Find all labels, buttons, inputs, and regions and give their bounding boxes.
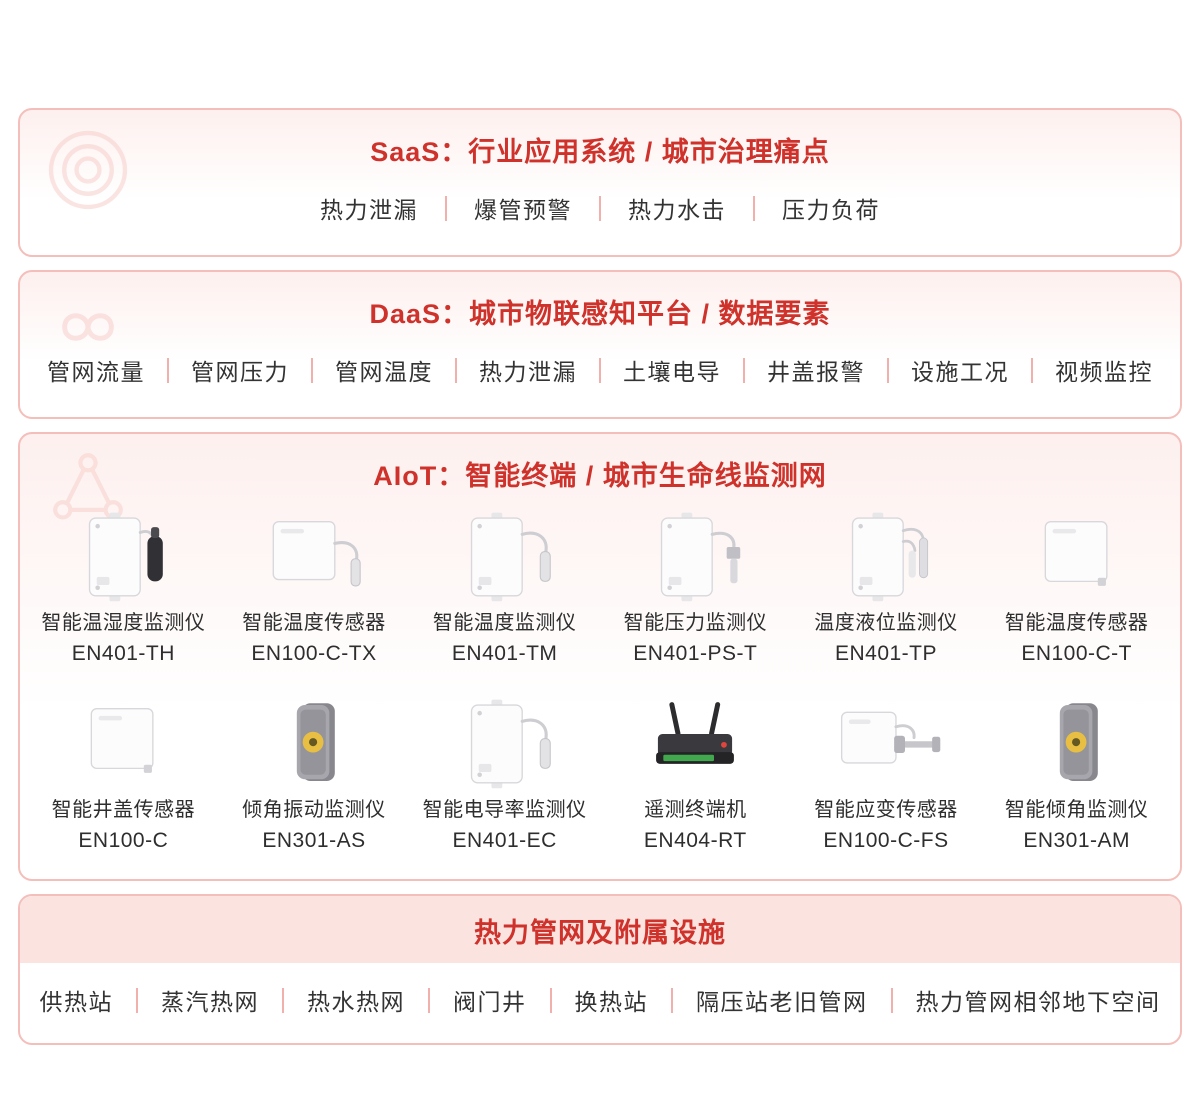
daas-item: 管网流量 <box>47 359 145 385</box>
monitor-box-pressure-transducer-icon <box>636 509 754 604</box>
facilities-items-row: 供热站 蒸汽热网 热水热网 阀门井 换热站 隔压站老旧管网 热力管网相邻地下空间 <box>20 963 1180 1043</box>
separator <box>887 357 889 383</box>
aiot-title: AIoT：智能终端 / 城市生命线监测网 <box>373 461 827 491</box>
facility-item: 换热站 <box>574 989 648 1015</box>
saas-items-row: 热力泄漏 爆管预警 热力水击 压力负荷 <box>20 179 1180 255</box>
product-model: EN401-PS-T <box>633 642 758 665</box>
product-model: EN100-C <box>78 829 169 852</box>
product-card: 智能井盖传感器 EN100-C <box>28 696 219 853</box>
saas-item: 压力负荷 <box>782 197 880 223</box>
product-name: 智能温度监测仪 <box>432 612 577 634</box>
product-card: 智能温度传感器 EN100-C-T <box>981 509 1172 666</box>
product-name: 倾角振动监测仪 <box>242 799 386 821</box>
facility-item: 供热站 <box>39 989 113 1015</box>
product-model: EN404-RT <box>643 829 747 852</box>
separator <box>455 357 457 383</box>
saas-item: 热力泄漏 <box>320 197 418 223</box>
separator <box>1031 357 1033 383</box>
facilities-title: 热力管网及附属设施 <box>20 896 1180 963</box>
flat-panel-strain-arm-icon <box>840 710 942 765</box>
aiot-product-grid: 智能温湿度监测仪 EN401-TH 智能温度传感器 EN100-C-TX 智能温… <box>20 503 1180 879</box>
separator <box>167 357 169 383</box>
separator <box>753 195 755 221</box>
monitor-box-black-probe-icon <box>64 509 182 604</box>
product-model: EN100-C-T <box>1021 642 1133 665</box>
product-model: EN401-TH <box>71 642 175 665</box>
product-card: 遥测终端机 EN404-RT <box>600 696 791 853</box>
daas-items-row: 管网流量 管网压力 管网温度 热力泄漏 土壤电导 井盖报警 设施工况 视频监控 <box>20 341 1180 417</box>
product-model: EN401-EC <box>452 829 557 852</box>
daas-item: 井盖报警 <box>767 359 865 385</box>
tilt-sensor-icon <box>296 703 335 782</box>
separator <box>890 987 893 1013</box>
monitor-box-cable-probe-icon <box>446 509 564 604</box>
product-name: 智能温度传感器 <box>1004 612 1149 634</box>
monitor-box-cable-probe-icon <box>446 696 564 791</box>
product-name: 智能倾角监测仪 <box>1004 799 1149 821</box>
product-name: 智能应变传感器 <box>814 799 958 821</box>
section-facilities: 热力管网及附属设施 供热站 蒸汽热网 热水热网 阀门井 换热站 隔压站老旧管网 … <box>18 894 1182 1045</box>
separator <box>445 195 447 221</box>
facility-item: 热力管网相邻地下空间 <box>915 989 1161 1015</box>
product-card: 智能倾角监测仪 EN301-AM <box>981 696 1172 853</box>
daas-title: DaaS：城市物联感知平台 / 数据要素 <box>369 299 831 329</box>
separator <box>599 357 601 383</box>
product-name: 智能井盖传感器 <box>51 799 196 821</box>
facility-item: 蒸汽热网 <box>161 989 259 1015</box>
product-model: EN301-AS <box>262 829 366 852</box>
product-card: 智能温度监测仪 EN401-TM <box>409 509 600 666</box>
flat-panel-icon <box>90 707 154 774</box>
daas-item: 管网温度 <box>335 359 433 385</box>
product-card: 智能温度传感器 EN100-C-TX <box>219 509 410 666</box>
separator <box>311 357 313 383</box>
tilt-sensor-icon <box>1059 703 1098 782</box>
product-model: EN100-C-FS <box>823 829 949 852</box>
product-model: EN100-C-TX <box>251 642 377 665</box>
product-name: 智能温湿度监测仪 <box>41 612 206 634</box>
separator <box>671 987 673 1013</box>
saas-title: SaaS：行业应用系统 / 城市治理痛点 <box>370 137 830 167</box>
daas-item: 设施工况 <box>911 359 1009 385</box>
flat-panel-cable-probe-icon <box>271 520 362 588</box>
daas-item: 视频监控 <box>1055 359 1153 385</box>
daas-item: 管网压力 <box>191 359 289 385</box>
separator <box>549 987 552 1013</box>
product-name: 智能温度传感器 <box>242 612 386 634</box>
flat-panel-icon <box>1044 520 1108 587</box>
separator <box>428 987 430 1013</box>
daas-item: 土壤电导 <box>623 359 721 385</box>
facility-item: 隔压站老旧管网 <box>696 989 868 1015</box>
separator <box>136 987 138 1013</box>
facility-item: 阀门井 <box>453 989 527 1015</box>
separator <box>282 987 284 1013</box>
separator <box>599 195 601 221</box>
facility-item: 热水热网 <box>307 989 405 1015</box>
router-antenna-icon <box>656 701 735 764</box>
product-model: EN401-TM <box>451 642 558 665</box>
product-card: 智能应变传感器 EN100-C-FS <box>791 696 982 853</box>
separator <box>743 357 745 383</box>
daas-item: 热力泄漏 <box>479 359 577 385</box>
product-name: 遥测终端机 <box>644 799 747 821</box>
saas-item: 热力水击 <box>628 197 726 223</box>
monitor-box-dual-probe-icon <box>827 509 945 604</box>
product-name: 智能电导率监测仪 <box>422 799 587 821</box>
product-card: 智能温湿度监测仪 EN401-TH <box>28 509 219 666</box>
saas-item: 爆管预警 <box>474 197 572 223</box>
product-name: 智能压力监测仪 <box>623 612 768 634</box>
product-card: 智能压力监测仪 EN401-PS-T <box>600 509 791 666</box>
product-card: 倾角振动监测仪 EN301-AS <box>219 696 410 853</box>
product-card: 智能电导率监测仪 EN401-EC <box>409 696 600 853</box>
section-daas: DaaS：城市物联感知平台 / 数据要素 管网流量 管网压力 管网温度 热力泄漏… <box>18 270 1182 419</box>
product-name: 温度液位监测仪 <box>814 612 958 634</box>
product-card: 温度液位监测仪 EN401-TP <box>791 509 982 666</box>
product-model: EN401-TP <box>834 642 938 665</box>
product-model: EN301-AM <box>1023 829 1131 852</box>
section-saas: SaaS：行业应用系统 / 城市治理痛点 热力泄漏 爆管预警 热力水击 压力负荷 <box>18 108 1182 257</box>
section-aiot: AIoT：智能终端 / 城市生命线监测网 智能温湿度监测仪 EN401-TH 智… <box>18 432 1182 881</box>
